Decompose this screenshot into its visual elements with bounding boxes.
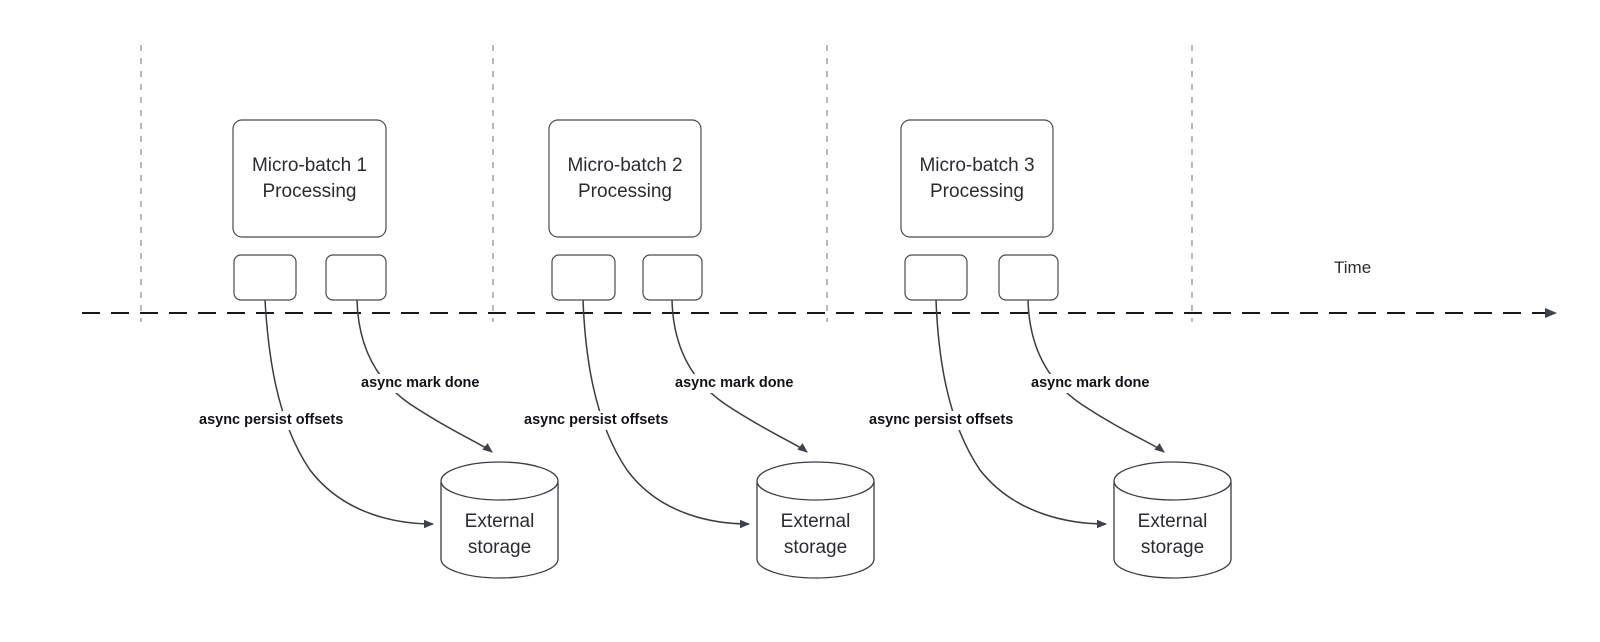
time-axis-label: Time [1334, 258, 1371, 277]
micro-batch-3-box-shape[interactable] [900, 119, 1054, 238]
external-storage-1-label-line1: External [465, 511, 535, 532]
external-storage-2[interactable]: External storage [756, 461, 875, 579]
flow-async-mark-done-2 [671, 299, 808, 453]
edge-label-async-mark-done-2: async mark done [671, 374, 818, 393]
micro-batch-2-label-line2: Processing [578, 181, 672, 202]
persist-offsets-task-box-3[interactable] [904, 254, 968, 301]
micro-batch-2-box-shape[interactable] [548, 119, 702, 238]
micro-batch-1-box-shape[interactable] [232, 119, 387, 238]
external-storage-3-label-line1: External [1138, 511, 1208, 532]
micro-batch-group-1: async persist offsets async mark done Mi… [195, 119, 559, 579]
micro-batch-3-label-line2: Processing [930, 181, 1024, 202]
flow-async-persist-offsets-2 [582, 299, 750, 529]
external-storage-1-body[interactable] [440, 482, 559, 579]
edge-label-text: async persist offsets [199, 412, 343, 428]
flow-async-mark-done-3 [1027, 299, 1165, 453]
external-storage-2-label-line1: External [781, 511, 851, 532]
edge-label-text: async mark done [1031, 375, 1149, 391]
edge-label-async-persist-offsets-3: async persist offsets [865, 411, 1045, 430]
flow-async-persist-offsets-3 [935, 299, 1107, 529]
persist-offsets-task-box-2[interactable] [551, 254, 616, 301]
edge-label-text: async persist offsets [524, 412, 668, 428]
edge-label-text: async mark done [675, 375, 793, 391]
mark-done-task-box-1[interactable] [325, 254, 387, 301]
micro-batch-2-label-line1: Micro-batch 2 [567, 155, 682, 176]
edge-label-async-mark-done-3: async mark done [1027, 374, 1174, 393]
external-storage-1-label-line2: storage [468, 537, 531, 558]
time-axis: Time [82, 258, 1557, 318]
flow-async-persist-offsets-1 [264, 299, 434, 529]
external-storage-1-top[interactable] [440, 461, 559, 501]
edge-label-async-persist-offsets-1: async persist offsets [195, 411, 375, 430]
persist-offsets-task-box-1[interactable] [233, 254, 297, 301]
micro-batch-1-box[interactable]: Micro-batch 1 Processing [232, 119, 387, 238]
external-storage-3-body[interactable] [1113, 482, 1232, 579]
flow-async-mark-done-1 [356, 299, 493, 453]
external-storage-2-label-line2: storage [784, 537, 847, 558]
external-storage-3-label-line2: storage [1141, 537, 1204, 558]
micro-batch-3-label-line1: Micro-batch 3 [919, 155, 1034, 176]
edge-label-text: async mark done [361, 375, 479, 391]
mark-done-task-box-3[interactable] [998, 254, 1059, 301]
external-storage-2-body[interactable] [756, 482, 875, 579]
external-storage-3-top[interactable] [1113, 461, 1232, 501]
micro-batch-group-3: async persist offsets async mark done Mi… [865, 119, 1232, 579]
micro-batch-2-box[interactable]: Micro-batch 2 Processing [548, 119, 702, 238]
external-storage-2-top[interactable] [756, 461, 875, 501]
micro-batch-3-box[interactable]: Micro-batch 3 Processing [900, 119, 1054, 238]
edge-label-async-mark-done-1: async mark done [357, 374, 504, 393]
external-storage-3[interactable]: External storage [1113, 461, 1232, 579]
mark-done-task-box-2[interactable] [642, 254, 703, 301]
edge-label-async-persist-offsets-2: async persist offsets [520, 411, 700, 430]
edge-label-text: async persist offsets [869, 412, 1013, 428]
micro-batch-1-label-line1: Micro-batch 1 [252, 155, 367, 176]
micro-batch-group-2: async persist offsets async mark done Mi… [520, 119, 875, 579]
external-storage-1[interactable]: External storage [440, 461, 559, 579]
micro-batch-1-label-line2: Processing [263, 181, 357, 202]
